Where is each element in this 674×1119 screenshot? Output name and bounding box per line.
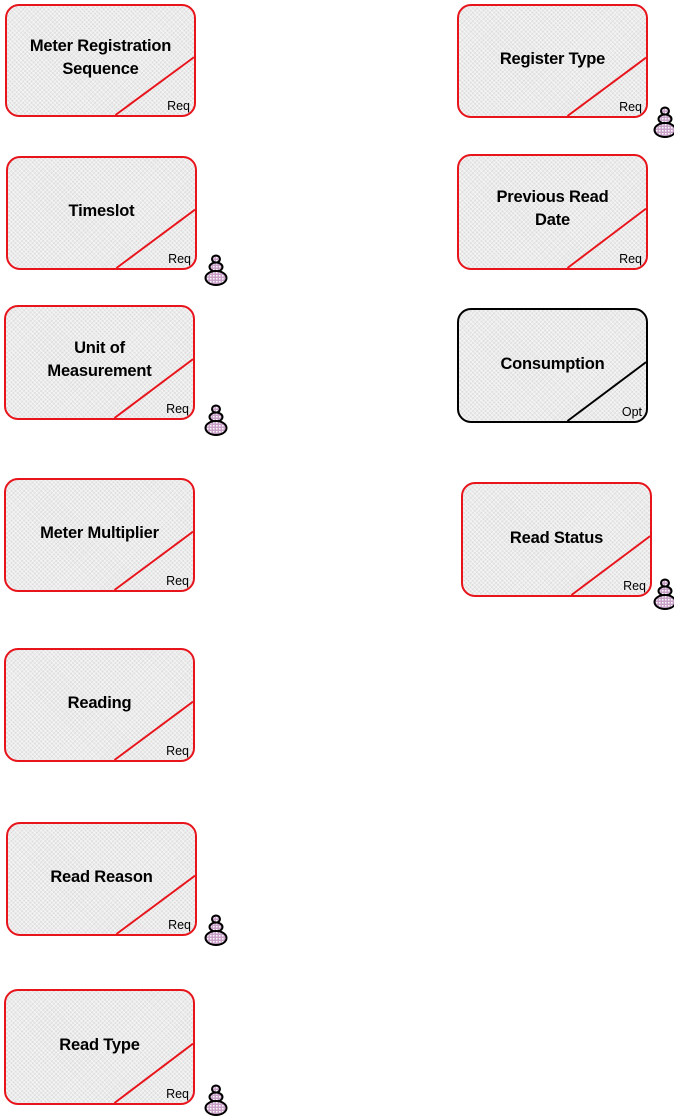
entity-name: Consumption xyxy=(500,354,605,373)
entity-name: Timeslot xyxy=(68,201,135,220)
requirement-tag: Req xyxy=(167,98,190,113)
entity-name: Register Type xyxy=(499,49,606,68)
entity-name: Unit of Measurement xyxy=(47,338,152,380)
entity-name: Read Status xyxy=(509,528,604,547)
entity-name: Reading xyxy=(67,693,132,712)
requirement-tag: Req xyxy=(168,251,191,266)
key-icon xyxy=(204,1084,228,1116)
key-icon xyxy=(653,578,674,610)
key-icon xyxy=(204,254,228,286)
requirement-tag: Req xyxy=(166,401,189,416)
requirement-tag: Req xyxy=(619,251,642,266)
requirement-tag: Opt xyxy=(621,404,642,419)
entity-name: Read Reason xyxy=(50,867,153,886)
entity-name: Meter Registration Sequence xyxy=(29,36,172,78)
entity-name: Read Type xyxy=(59,1035,140,1054)
entity-name: Previous Read Date xyxy=(496,187,609,230)
requirement-tag: Req xyxy=(168,917,191,932)
key-icon xyxy=(204,404,228,436)
requirement-tag: Req xyxy=(623,578,646,593)
requirement-tag: Req xyxy=(166,743,189,758)
key-icon xyxy=(204,914,228,946)
requirement-tag: Req xyxy=(166,573,189,588)
entity-name: Meter Multiplier xyxy=(40,523,159,542)
requirement-tag: Req xyxy=(619,99,642,114)
key-icon xyxy=(653,106,674,138)
requirement-tag: Req xyxy=(166,1086,189,1101)
